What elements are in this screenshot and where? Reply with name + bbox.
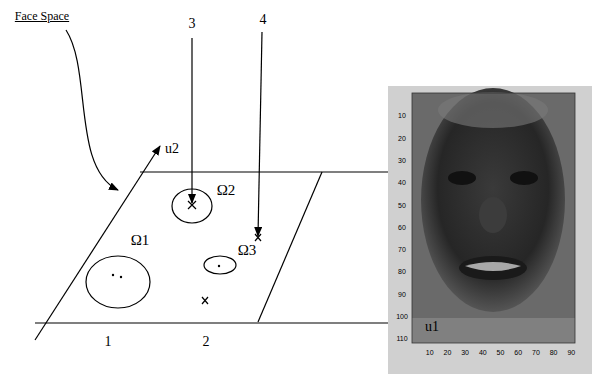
callout-number: 3 — [189, 17, 196, 31]
eigenface-image — [388, 86, 592, 374]
class-label: Ω3 — [238, 243, 257, 258]
class-label: Ω1 — [131, 233, 150, 248]
class-label: Ω2 — [217, 183, 236, 198]
tick-label: 20 — [443, 349, 451, 356]
tick-label: 20 — [398, 134, 406, 141]
callout-number: 1 — [105, 335, 112, 349]
tick-label: 110 — [396, 335, 407, 342]
tick-label: 60 — [514, 349, 522, 356]
tick-label: 30 — [461, 349, 469, 356]
tick-label: 30 — [398, 156, 406, 163]
tick-label: 60 — [398, 223, 406, 230]
tick-label: 40 — [479, 349, 487, 356]
tick-label: 10 — [398, 112, 406, 119]
tick-label: 40 — [398, 179, 406, 186]
tick-label: 90 — [398, 290, 406, 297]
tick-label: 70 — [398, 246, 406, 253]
face-space-plane — [35, 30, 470, 340]
tick-label: 90 — [567, 349, 575, 356]
tick-label: 50 — [497, 349, 505, 356]
face-space-title: Face Space — [15, 10, 69, 22]
cluster-dots — [112, 265, 220, 278]
axis-label: u2 — [165, 142, 179, 156]
tick-label: 70 — [532, 349, 540, 356]
tick-label: 100 — [396, 313, 408, 320]
tick-label: 80 — [550, 349, 558, 356]
tick-label: 80 — [398, 268, 406, 275]
callout-number: 2 — [203, 335, 210, 349]
tick-label: 50 — [398, 201, 406, 208]
axis-label: u1 — [425, 320, 439, 334]
callout-number: 4 — [260, 13, 267, 27]
tick-label: 10 — [426, 349, 434, 356]
